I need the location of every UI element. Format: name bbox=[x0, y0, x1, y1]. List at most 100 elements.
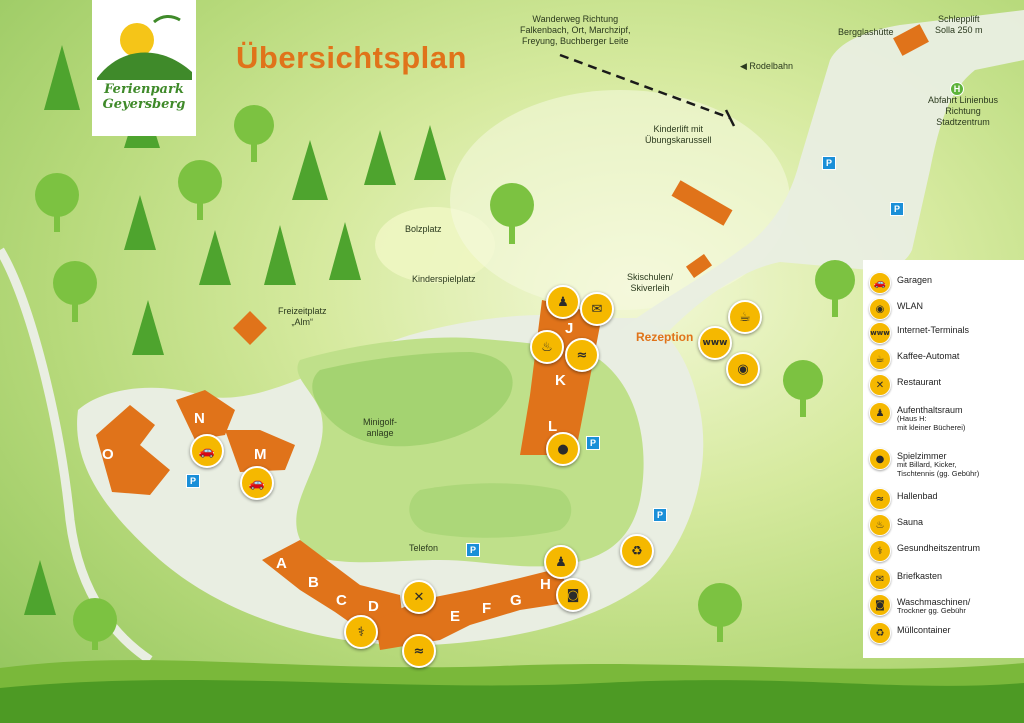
building-label-l: L bbox=[548, 418, 558, 435]
building-alm bbox=[233, 311, 267, 345]
waste-icon: ♻ bbox=[869, 622, 891, 644]
garage-icon[interactable]: 🚗 bbox=[190, 434, 224, 468]
parking-icon: P bbox=[822, 156, 836, 170]
legend-item-waste: ♻ Müllcontainer bbox=[869, 622, 1024, 646]
building-label-b: B bbox=[308, 574, 319, 591]
label-telefon: Telefon bbox=[409, 543, 439, 553]
logo-line-1: Ferienpark bbox=[104, 82, 184, 97]
wlan-icon[interactable]: ◉ bbox=[726, 352, 760, 386]
logo: Ferienpark Geyersberg bbox=[92, 0, 196, 136]
round-trees bbox=[35, 105, 855, 650]
logo-text: Ferienpark Geyersberg bbox=[92, 82, 196, 112]
wlan-icon: ◉ bbox=[869, 298, 891, 320]
legend-label: Briefkasten bbox=[897, 571, 943, 581]
legend-label: WLAN bbox=[897, 301, 924, 311]
legend-label: Kaffee-Automat bbox=[897, 351, 960, 361]
legend-label: Hallenbad bbox=[897, 491, 938, 501]
legend-item-restaurant: ✕ Restaurant bbox=[869, 374, 1024, 398]
coffee-icon[interactable]: ☕ bbox=[728, 300, 762, 334]
hill-band bbox=[0, 660, 1024, 723]
lounge-icon[interactable]: ♟ bbox=[544, 545, 578, 579]
label-wanderweg: Wanderweg Richtung Falkenbach, Ort, Marc… bbox=[520, 14, 631, 46]
legend-item-health: ⚕Gesundheitszentrum bbox=[869, 540, 1024, 564]
building-label-m: M bbox=[254, 446, 267, 463]
label-schlepplift: Schlepplift Solla 250 m bbox=[935, 14, 983, 35]
health-icon[interactable]: ⚕ bbox=[344, 615, 378, 649]
legend: 🚗 Garagen ◉ WLAN www Internet-Terminals ☕ Kaffe… bbox=[863, 260, 1024, 658]
label-kinderspielplatz: Kinderspielplatz bbox=[412, 274, 476, 284]
coffee-icon: ☕ bbox=[869, 348, 891, 370]
legend-item-sauna: ♨ Sauna bbox=[869, 514, 1024, 538]
laundry-icon: ◙ bbox=[869, 594, 891, 616]
internet-terminal-icon: www bbox=[869, 322, 891, 344]
garage-icon[interactable]: 🚗 bbox=[240, 466, 274, 500]
label-bolzplatz: Bolzplatz bbox=[405, 224, 442, 234]
green-patch bbox=[409, 483, 572, 538]
legend-label: Gesundheitszentrum bbox=[897, 543, 981, 553]
waste-icon[interactable]: ♻ bbox=[620, 534, 654, 568]
label-bergglashuette: Bergglashütte bbox=[838, 27, 894, 37]
label-kinderlift: Kinderlift mit Übungskarussell bbox=[645, 124, 712, 145]
left-path bbox=[0, 247, 153, 664]
building-label-g: G bbox=[510, 592, 522, 609]
legend-item-mailbox: ✉ Briefkasten bbox=[869, 568, 1024, 592]
building-label-j: J bbox=[565, 320, 574, 337]
internet-terminal-icon[interactable]: www bbox=[698, 326, 732, 360]
building-label-d: D bbox=[368, 598, 379, 615]
building-label-f: F bbox=[482, 600, 492, 617]
legend-label: Sauna bbox=[897, 517, 924, 527]
games-icon: ● bbox=[869, 448, 891, 470]
building-skischule bbox=[685, 253, 713, 279]
building-label-h: H bbox=[540, 576, 551, 593]
lift-end bbox=[724, 109, 736, 127]
sauna-icon[interactable]: ♨ bbox=[530, 330, 564, 364]
legend-item-lounge: ♟Aufenthaltsraum(Haus H:mit kleiner Büch… bbox=[869, 402, 1024, 431]
garage-icon: 🚗 bbox=[869, 272, 891, 294]
building-m bbox=[225, 430, 295, 472]
legend-item-laundry: ◙ Waschmaschinen/Trockner gg. Gebühr bbox=[869, 594, 1024, 618]
restaurant-icon[interactable]: ✕ bbox=[402, 580, 436, 614]
building-kinderlift bbox=[671, 180, 733, 226]
legend-label: Restaurant bbox=[897, 377, 942, 387]
legend-label: Müllcontainer bbox=[897, 625, 951, 635]
legend-label: Internet-Terminals bbox=[897, 325, 970, 335]
building-label-n: N bbox=[194, 410, 205, 427]
legend-label: Aufenthaltsraum(Haus H:mit kleiner Büche… bbox=[897, 405, 966, 432]
building-row-eh bbox=[375, 568, 572, 650]
parking-icon: P bbox=[186, 474, 200, 488]
building-label-k: K bbox=[555, 372, 566, 389]
pool-icon[interactable]: ≈ bbox=[402, 634, 436, 668]
building-o bbox=[96, 405, 170, 495]
legend-item-garage: 🚗 Garagen bbox=[869, 272, 1024, 296]
legend-item-internet-terminal: www Internet-Terminals bbox=[869, 322, 1024, 346]
upper-road bbox=[620, 10, 1024, 330]
parking-icon: P bbox=[890, 202, 904, 216]
minigolf-green bbox=[312, 352, 513, 447]
page-title: Übersichtsplan bbox=[236, 40, 467, 75]
hiking-trail bbox=[559, 53, 731, 120]
laundry-icon[interactable]: ◙ bbox=[556, 578, 590, 612]
mailbox-icon[interactable]: ✉ bbox=[580, 292, 614, 326]
label-bus: Abfahrt Linienbus Richtung Stadtzentrum bbox=[928, 95, 999, 127]
legend-label: Waschmaschinen/Trockner gg. Gebühr bbox=[897, 597, 971, 615]
building-bergglashuette bbox=[893, 24, 929, 56]
building-label-a: A bbox=[276, 555, 287, 572]
label-skischulen: Skischulen/ Skiverleih bbox=[627, 272, 674, 293]
building-label-c: C bbox=[336, 592, 347, 609]
light-glow bbox=[450, 90, 790, 310]
pool-icon[interactable]: ≈ bbox=[565, 338, 599, 372]
restaurant-icon: ✕ bbox=[869, 374, 891, 396]
mailbox-icon: ✉ bbox=[869, 568, 891, 590]
legend-label: Garagen bbox=[897, 275, 933, 285]
games-icon[interactable]: ● bbox=[546, 432, 580, 466]
parking-icon: P bbox=[586, 436, 600, 450]
sauna-icon: ♨ bbox=[869, 514, 891, 536]
lounge-icon[interactable]: ♟ bbox=[546, 285, 580, 319]
label-rezeption: Rezeption bbox=[636, 330, 694, 344]
parking-icon: P bbox=[653, 508, 667, 522]
label-minigolf: Minigolf- anlage bbox=[363, 417, 398, 438]
legend-item-pool: ≈Hallenbad bbox=[869, 488, 1024, 512]
